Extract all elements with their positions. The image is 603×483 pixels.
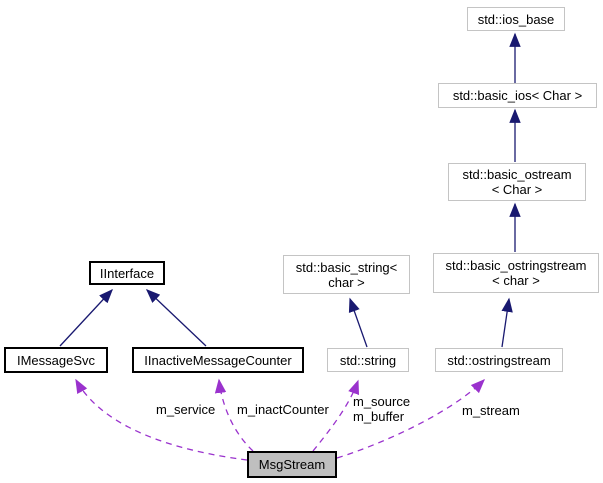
node-std-basic-ios: std::basic_ios< Char > [438,83,597,108]
node-std-ostringstream: std::ostringstream [435,348,563,372]
node-std-ios-base: std::ios_base [467,7,565,31]
node-iinterface[interactable]: IInterface [89,261,165,285]
edge-inherit-imessagesvc-to-iinterface [59,288,113,347]
edge-inherit-iinactivemessagecounter-to-iinterface [145,289,207,347]
edge-inherit-ostringstream-to-basicostringstream [501,297,513,348]
node-std-string: std::string [327,348,409,372]
node-std-basic-string: std::basic_string< char > [283,255,410,294]
edge-usage-m-service [75,378,248,461]
node-msgstream: MsgStream [247,451,337,478]
edge-label-m-stream: m_stream [462,403,520,418]
node-iinactivemessagecounter[interactable]: IInactiveMessageCounter [132,347,304,373]
edge-label-m-source-m-buffer: m_source m_buffer [353,394,411,424]
node-std-basic-ostream: std::basic_ostream < Char > [448,163,586,201]
edge-label-m-inactcounter: m_inactCounter [237,402,329,417]
edge-label-m-service: m_service [156,402,216,417]
edge-inherit-string-to-basicstring [348,297,368,348]
edge-usage-m-inactcounter [214,378,254,452]
node-std-basic-ostringstream: std::basic_ostringstream < char > [433,253,599,293]
node-imessagesvc[interactable]: IMessageSvc [4,347,108,373]
